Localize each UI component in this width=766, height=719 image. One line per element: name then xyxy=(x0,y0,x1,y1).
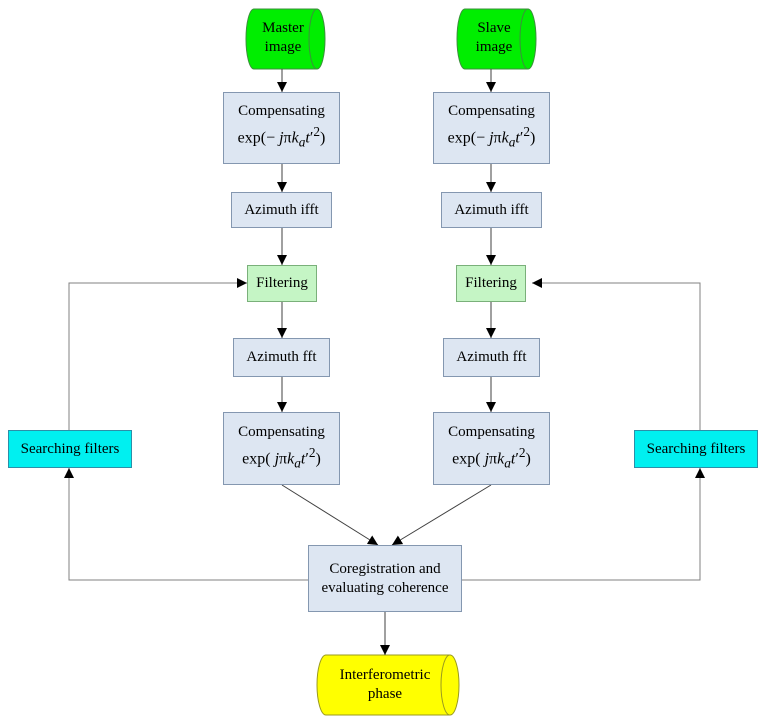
searching-filters-box-left: Searching filters xyxy=(8,430,132,468)
filtering-box-left: Filtering xyxy=(247,265,317,302)
compensating-formula: exp(− jπkat′2) xyxy=(447,124,536,150)
compensating-title: Compensating xyxy=(448,423,535,440)
edge-comp-right-to-coreg xyxy=(391,484,492,546)
master-image-cylinder xyxy=(245,8,326,70)
coregistration-line-2: evaluating coherence xyxy=(321,579,449,596)
compensating-pos-box-right: Compensating exp( jπkat′2) xyxy=(433,412,550,485)
azimuth-fft-box-right: Azimuth fft xyxy=(443,338,540,377)
loop-search-to-filter-right xyxy=(532,278,701,430)
azimuth-ifft-box-right: Azimuth ifft xyxy=(441,192,542,228)
compensating-formula: exp( jπkat′2) xyxy=(242,444,321,471)
searching-filters-box-right: Searching filters xyxy=(634,430,758,468)
compensating-neg-box-left: Compensating exp(− jπkat′2) xyxy=(223,92,340,164)
interferometric-phase-cylinder xyxy=(316,654,460,716)
edge-comp-left-to-coreg xyxy=(281,484,379,546)
compensating-title: Compensating xyxy=(238,423,325,440)
azimuth-fft-box-left: Azimuth fft xyxy=(233,338,330,377)
azimuth-ifft-box-left: Azimuth ifft xyxy=(231,192,332,228)
coregistration-box: Coregistration and evaluating coherence xyxy=(308,545,462,612)
compensating-formula: exp( jπkat′2) xyxy=(452,444,531,471)
filtering-box-right: Filtering xyxy=(456,265,526,302)
coregistration-line-1: Coregistration and xyxy=(329,560,441,577)
compensating-title: Compensating xyxy=(238,103,325,120)
compensating-pos-box-left: Compensating exp( jπkat′2) xyxy=(223,412,340,485)
compensating-neg-box-right: Compensating exp(− jπkat′2) xyxy=(433,92,550,164)
compensating-title: Compensating xyxy=(448,103,535,120)
slave-image-cylinder xyxy=(456,8,537,70)
loop-search-to-filter-left xyxy=(68,278,247,430)
loop-coreg-to-search-right xyxy=(462,468,705,581)
compensating-formula: exp(− jπkat′2) xyxy=(237,124,326,150)
loop-coreg-to-search-left xyxy=(64,468,308,581)
